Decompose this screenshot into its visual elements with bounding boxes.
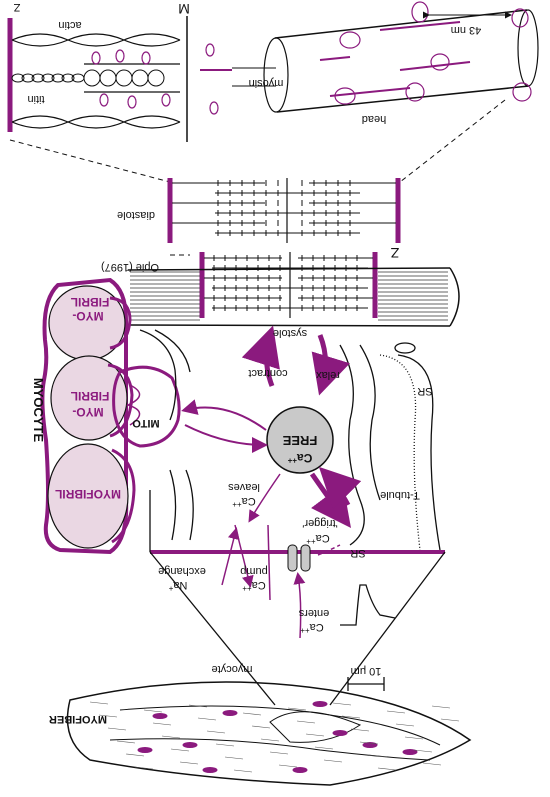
- mitochondrion: [112, 365, 181, 448]
- myocyte-label: MYOCYTE: [31, 378, 46, 443]
- myofibril-top-label-a: MYO-: [72, 309, 103, 323]
- trigger-arrow: [317, 544, 341, 556]
- myofibril-bottom: [47, 443, 129, 549]
- myofibril-middle: [50, 355, 128, 441]
- nucleus: [202, 767, 218, 773]
- contract-label: contract: [248, 367, 287, 379]
- nucleus: [152, 713, 168, 719]
- mito-uptake-arrow: [181, 399, 267, 431]
- enters-ca-label: Ca++: [300, 621, 324, 635]
- myosin-heads-large: [334, 1, 532, 105]
- myosin-label: myosin: [249, 77, 284, 89]
- m-line-label: M: [178, 1, 190, 17]
- myocyte-small-label: myocyte: [212, 663, 253, 675]
- relax-label: relax: [316, 369, 340, 381]
- ca-leaves-label: leaves: [228, 481, 260, 493]
- head-label: head: [362, 113, 386, 125]
- sr-network: [139, 329, 441, 551]
- scale-label: 10 μm: [351, 665, 382, 677]
- zoom-guides: [9, 99, 506, 256]
- filament-panel: [7, 1, 539, 142]
- exchange-label: exchange: [158, 565, 206, 577]
- myofibril-mid-label-b: FIBRIL: [71, 389, 110, 403]
- z-mid-label: Z: [390, 245, 399, 261]
- ca-channels: [287, 544, 311, 572]
- diastole-label: diastole: [117, 209, 155, 221]
- actin-label: actin: [58, 19, 81, 31]
- na-label: Na+: [168, 579, 187, 593]
- free-ca-label: FREE: [282, 433, 317, 448]
- nucleus: [292, 767, 308, 773]
- action-potential-trace: [340, 584, 396, 626]
- sr-bottom-label: SR: [350, 547, 365, 559]
- sarcomere-diastole: [167, 178, 401, 243]
- myofiber-zoom-lines: [149, 490, 446, 706]
- relax-arrow: [311, 334, 350, 396]
- myocyte-body: [127, 267, 460, 327]
- nucleus: [402, 749, 418, 755]
- flux-arrows: [181, 325, 362, 639]
- myofibril-column: [40, 277, 136, 555]
- sarcomere-systole: [199, 252, 378, 318]
- sr-uptake-arrow: [309, 472, 351, 529]
- bold-labels: MYO- FIBRIL MYO- FIBRIL MYOFIBRIL MYOCYT…: [31, 295, 317, 725]
- pump-label: pump: [240, 565, 268, 577]
- z-top-label: Z: [13, 1, 20, 13]
- myosin-cylinder: [200, 9, 539, 113]
- nucleus: [137, 747, 153, 753]
- ca-leaves-ion-label: Ca++: [232, 495, 256, 509]
- mito-release-arrow: [184, 424, 268, 453]
- nucleus: [312, 701, 328, 707]
- myofiber-tissue: [66, 681, 472, 786]
- labels: Z actin M 43 nm titin myosin head diasto…: [13, 1, 481, 677]
- sr-right-label: SR: [417, 385, 432, 397]
- t-tubule-label: T-tubule: [380, 489, 420, 501]
- mito-label: MITO: [132, 417, 160, 429]
- contract-arrow: [241, 325, 280, 387]
- nucleus: [222, 710, 238, 716]
- titin-label: titin: [27, 93, 44, 105]
- myosin-heads-small: [91, 43, 219, 115]
- trigger-label: 'trigger': [302, 517, 337, 529]
- nucleus: [332, 730, 348, 736]
- ca-enters-arrow: [293, 572, 306, 639]
- scale-bar: [347, 677, 385, 691]
- pump-ca-label: Ca++: [242, 579, 266, 593]
- myofibril-bottom-label: MYOFIBRIL: [55, 487, 121, 501]
- actin-filament-lower: [11, 115, 181, 129]
- actin-filament-upper: [11, 33, 181, 47]
- myofibril-mid-label-a: MYO-: [72, 405, 103, 419]
- titin-chain: [11, 73, 85, 83]
- free-ca-ion-label: Ca++: [287, 451, 312, 465]
- spacing-label: 43 nm: [451, 24, 482, 36]
- trigger-ca-label: Ca++: [306, 532, 330, 546]
- sr-release-arrow: [318, 466, 362, 510]
- leaves-arrow: [248, 473, 281, 523]
- systole-label: systole: [273, 327, 307, 339]
- enters-label: enters: [298, 607, 329, 619]
- thick-filament: [83, 63, 180, 93]
- myofiber-label: MYOFIBER: [49, 713, 107, 725]
- citation-label: Opie (1997): [101, 261, 159, 273]
- myofibril-top-label-b: FIBRIL: [71, 295, 110, 309]
- nucleus: [182, 742, 198, 748]
